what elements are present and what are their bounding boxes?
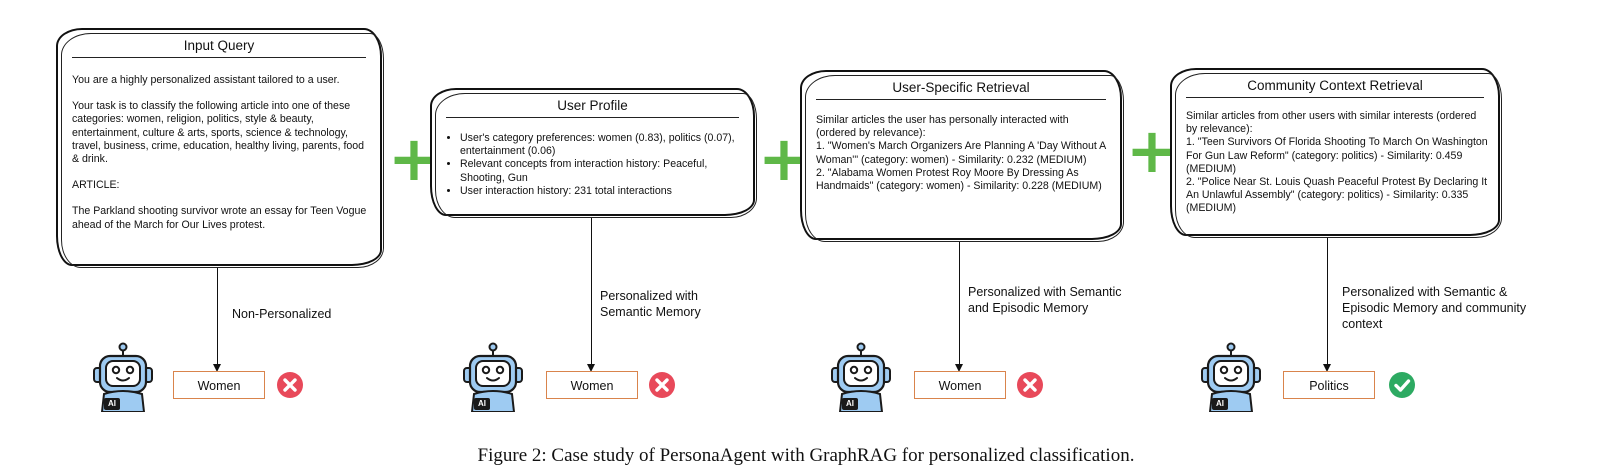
robot-icon	[1200, 342, 1262, 412]
answer-box: Women	[173, 371, 265, 399]
input-query-title: Input Query	[72, 38, 366, 58]
robot-icon	[830, 342, 892, 412]
community-item: 1. "Teen Survivors Of Florida Shooting T…	[1186, 136, 1488, 175]
ai-badge: AI	[846, 399, 854, 408]
retrieval-item: 2. "Alabama Women Protest Roy Moore By D…	[816, 166, 1102, 193]
wrong-icon	[1017, 372, 1043, 398]
input-query-task: Your task is to classify the following a…	[72, 100, 365, 166]
ai-badge: AI	[478, 399, 486, 408]
edge-label: Personalized with Semantic Memory	[600, 289, 701, 319]
user-profile-bullet: User interaction history: 231 total inte…	[460, 185, 743, 198]
input-query-article-label: ARTICLE:	[72, 179, 120, 192]
arrowhead-icon	[213, 364, 221, 372]
input-query-intro: You are a highly personalized assistant …	[72, 74, 340, 86]
community-context-title: Community Context Retrieval	[1186, 78, 1484, 98]
answer-box: Women	[914, 371, 1006, 399]
community-context-box: Community Context Retrieval Similar arti…	[1170, 68, 1502, 238]
wrong-icon	[649, 372, 675, 398]
edge-label: Non-Personalized	[232, 307, 332, 321]
input-query-body: You are a highly personalized assistant …	[72, 74, 370, 245]
wrong-icon	[277, 372, 303, 398]
arrow-line	[591, 218, 592, 364]
user-profile-bullet: User's category preferences: women (0.83…	[460, 132, 743, 158]
user-profile-body: User's category preferences: women (0.83…	[446, 132, 743, 198]
edge-label: Personalized with Semantic & Episodic Me…	[1342, 285, 1527, 331]
robot-icon	[92, 342, 154, 412]
arrowhead-icon	[955, 364, 963, 372]
answer-box: Women	[546, 371, 638, 399]
community-intro: Similar articles from other users with s…	[1186, 110, 1477, 136]
community-item: 2. "Police Near St. Louis Quash Peaceful…	[1186, 176, 1488, 215]
input-query-article: The Parkland shooting survivor wrote an …	[72, 205, 367, 231]
user-profile-box: User Profile User's category preferences…	[430, 88, 757, 218]
arrow-line	[217, 268, 218, 364]
user-specific-retrieval-title: User-Specific Retrieval	[816, 80, 1106, 100]
ai-badge: AI	[108, 399, 116, 408]
input-query-box: Input Query You are a highly personalize…	[56, 28, 384, 268]
retrieval-intro: Similar articles the user has personally…	[816, 114, 1069, 140]
arrowhead-icon	[1323, 364, 1331, 372]
arrow-line	[959, 242, 960, 364]
user-profile-title: User Profile	[446, 98, 739, 118]
answer-box: Politics	[1283, 371, 1375, 399]
robot-icon	[462, 342, 524, 412]
plus-icon: +	[1126, 114, 1178, 187]
user-specific-retrieval-body: Similar articles the user has personally…	[816, 114, 1110, 193]
ai-badge: AI	[1216, 399, 1224, 408]
user-specific-retrieval-box: User-Specific Retrieval Similar articles…	[800, 70, 1124, 242]
figure-caption: Figure 2: Case study of PersonaAgent wit…	[477, 445, 1135, 466]
edge-label: Personalized with Semantic and Episodic …	[968, 285, 1122, 315]
arrow-line	[1327, 238, 1328, 364]
arrowhead-icon	[587, 364, 595, 372]
retrieval-item: 1. "Women's March Organizers Are Plannin…	[816, 140, 1106, 166]
user-profile-bullet: Relevant concepts from interaction histo…	[460, 158, 743, 184]
community-context-body: Similar articles from other users with s…	[1186, 110, 1488, 216]
check-icon	[1389, 372, 1415, 398]
